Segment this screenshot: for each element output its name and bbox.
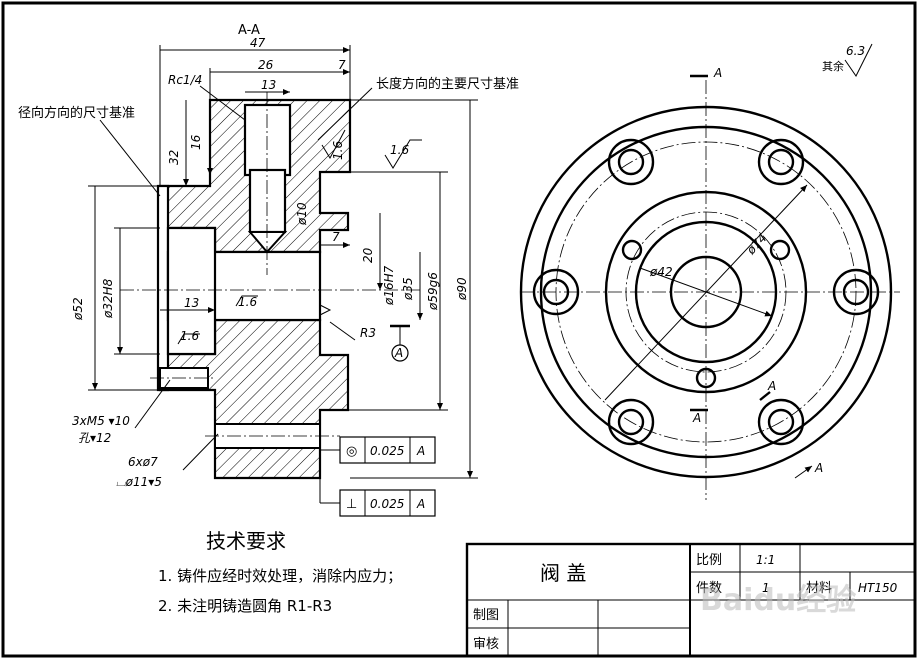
dim-d32h8: ø32H8 [101, 278, 115, 319]
port-drill [248, 168, 287, 234]
material-label: 材料 [806, 581, 832, 596]
dim-26: 26 [258, 58, 274, 72]
dim-rc: Rc1/4 [168, 73, 202, 87]
dim-counterbore: ⌴ø11▾5 [116, 475, 162, 489]
scale-label: 比例 [696, 553, 722, 568]
screw-hole-3 [695, 367, 717, 389]
roughness-2: 1.6 [390, 143, 409, 157]
dim-7b: 7 [332, 230, 340, 244]
watermark: Baidu经验 [700, 583, 856, 618]
view-mark-4: A [814, 461, 823, 475]
drawn-label: 制图 [473, 608, 499, 623]
dim-d52: ø52 [71, 297, 85, 321]
dim-16: 16 [189, 134, 203, 150]
dim-r3: R3 [360, 326, 376, 340]
svg-text:⊥: ⊥ [346, 497, 357, 512]
qty-value: 1 [762, 581, 770, 595]
title-block [465, 542, 917, 658]
svg-text:◎: ◎ [346, 444, 357, 459]
tech-title: 技术要求 [206, 529, 286, 553]
dim-32: 32 [167, 150, 181, 165]
dim-20: 20 [361, 247, 375, 263]
screw-hole-1 [621, 239, 643, 261]
dim-d42: ø42 [649, 265, 673, 279]
svg-text:0.025: 0.025 [370, 497, 404, 511]
dim-screws-hole: 孔▾12 [78, 431, 111, 445]
radial-base-note: 径向方向的尺寸基准 [18, 105, 135, 121]
bore-counterbore [166, 226, 217, 356]
length-base-note: 长度方向的主要尺寸基准 [376, 76, 519, 92]
bolt-hole-3 [532, 268, 580, 316]
dim-7: 7 [338, 58, 346, 72]
tech-item-1: 1. 铸件应经时效处理，消除内应力； [158, 567, 402, 585]
dim-d10: ø10 [295, 202, 309, 226]
drill-point [247, 231, 288, 254]
dim-d35: ø35 [401, 277, 415, 301]
tech-item-2: 2. 未注明铸造圆角 R1-R3 [158, 597, 332, 615]
datum-circle [391, 344, 409, 362]
dim-13: 13 [261, 78, 276, 92]
screw-hole-2 [769, 239, 791, 261]
bolt-hole-1 [607, 138, 655, 186]
section-view [88, 43, 873, 504]
view-mark-3: A [767, 379, 776, 393]
dim-holes6: 6xø7 [128, 455, 158, 469]
svg-text:A: A [416, 497, 425, 511]
roughness-1: 1.6 [331, 141, 345, 160]
qty-label: 件数 [696, 581, 722, 596]
svg-text:0.025: 0.025 [370, 444, 404, 458]
view-mark-2: A [692, 411, 701, 425]
bolt-hole-2 [757, 138, 805, 186]
dim-screws: 3xM5 ▾10 [72, 414, 130, 428]
flange-left-face [156, 184, 170, 392]
roughness-rest: 6.3 [846, 44, 865, 58]
dim-d16h7: ø16H7 [382, 265, 396, 306]
svg-text:A: A [416, 444, 425, 458]
roughness-rest-label: 其余 [822, 59, 844, 73]
perpendicularity-frame: ⊥ 0.025 A [339, 489, 436, 517]
roughness-3: 1.6 [238, 295, 257, 309]
dim-d59g6: ø59g6 [426, 272, 440, 311]
scale-value: 1:1 [756, 553, 775, 567]
checked-label: 审核 [473, 637, 499, 652]
end-view [519, 74, 900, 500]
bolt-hole-6 [757, 398, 805, 446]
concentricity-frame: ◎ 0.025 A [339, 436, 436, 464]
bolt-hole-5 [607, 398, 655, 446]
bolt-hole-4 [832, 268, 880, 316]
section-label: A-A [238, 23, 260, 38]
dim-13-bottom: 13 [184, 296, 199, 310]
roughness-4: 1.6 [180, 329, 199, 343]
material-value: HT150 [858, 581, 898, 595]
view-mark-1: A [713, 66, 722, 80]
part-name: 阀 盖 [540, 561, 586, 585]
datum-letter: A [394, 346, 403, 360]
threaded-port [243, 103, 292, 177]
dim-d90: ø90 [455, 277, 469, 301]
dim-47: 47 [250, 36, 266, 50]
